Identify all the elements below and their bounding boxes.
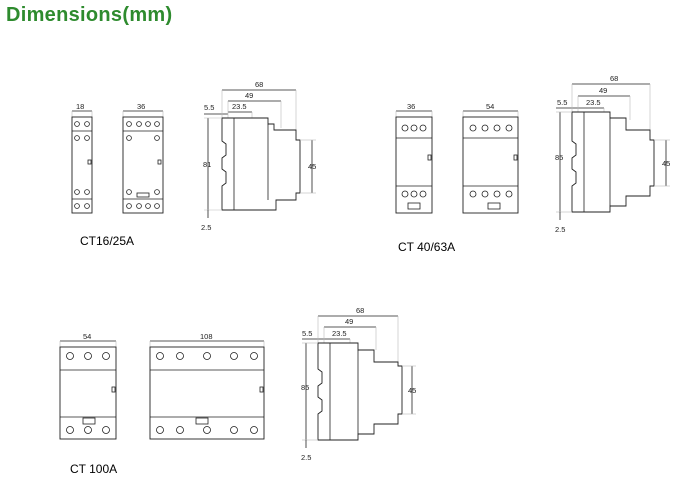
ct100-offset-label: 5.5 bbox=[302, 329, 312, 338]
caption-ct40: CT 40/63A bbox=[398, 240, 456, 254]
caption-ct100: CT 100A bbox=[70, 462, 118, 476]
ct16-narrow-width-label: 18 bbox=[76, 102, 84, 111]
ct16-offset-label: 5.5 bbox=[204, 103, 214, 112]
ct100-front-wide: 108 bbox=[149, 332, 265, 440]
ct100-wide-width-label: 108 bbox=[200, 332, 213, 341]
page-title: Dimensions(mm) bbox=[6, 4, 173, 26]
ct16-wide-width-label: 36 bbox=[137, 102, 145, 111]
ct100-rail-label: 45 bbox=[408, 386, 416, 395]
ct40-front-narrow: 36 bbox=[395, 102, 433, 214]
ct40-offset-label: 5.5 bbox=[557, 98, 567, 107]
ct100-narrow-width-label: 54 bbox=[83, 332, 91, 341]
ct100-mid-depth-label: 49 bbox=[345, 317, 353, 326]
ct40-front-wide: 54 bbox=[462, 102, 519, 214]
ct16-front-wide: 36 bbox=[122, 102, 164, 214]
ct40-mid-depth-label: 49 bbox=[599, 86, 607, 95]
ct40-bottom-label: 2.5 bbox=[555, 225, 565, 234]
ct40-height-label: 85 bbox=[555, 153, 563, 162]
caption-ct16: CT16/25A bbox=[80, 234, 135, 248]
ct40-wide-width-label: 54 bbox=[486, 102, 494, 111]
ct100-total-depth-label: 68 bbox=[356, 306, 364, 315]
ct100-height-label: 85 bbox=[301, 383, 309, 392]
ct16-inner-depth-label: 23.5 bbox=[232, 102, 247, 111]
ct40-narrow-width-label: 36 bbox=[407, 102, 415, 111]
ct16-side-view: 68 49 23.5 5.5 81 45 2.5 bbox=[201, 80, 316, 232]
ct16-bottom-label: 2.5 bbox=[201, 223, 211, 232]
ct40-rail-label: 45 bbox=[662, 159, 670, 168]
ct100-side-view: 68 49 23.5 5.5 85 45 2.5 bbox=[301, 306, 416, 462]
ct100-front-narrow: 54 bbox=[59, 332, 117, 440]
ct16-mid-depth-label: 49 bbox=[245, 91, 253, 100]
ct40-inner-depth-label: 23.5 bbox=[586, 98, 601, 107]
ct16-total-depth-label: 68 bbox=[255, 80, 263, 89]
ct100-bottom-label: 2.5 bbox=[301, 453, 311, 462]
ct40-side-view: 68 49 23.5 5.5 85 45 2.5 bbox=[555, 74, 670, 234]
ct16-rail-label: 45 bbox=[308, 162, 316, 171]
ct100-inner-depth-label: 23.5 bbox=[332, 329, 347, 338]
ct40-total-depth-label: 68 bbox=[610, 74, 618, 83]
ct16-front-narrow: 18 bbox=[71, 102, 93, 214]
ct16-height-label: 81 bbox=[203, 160, 211, 169]
